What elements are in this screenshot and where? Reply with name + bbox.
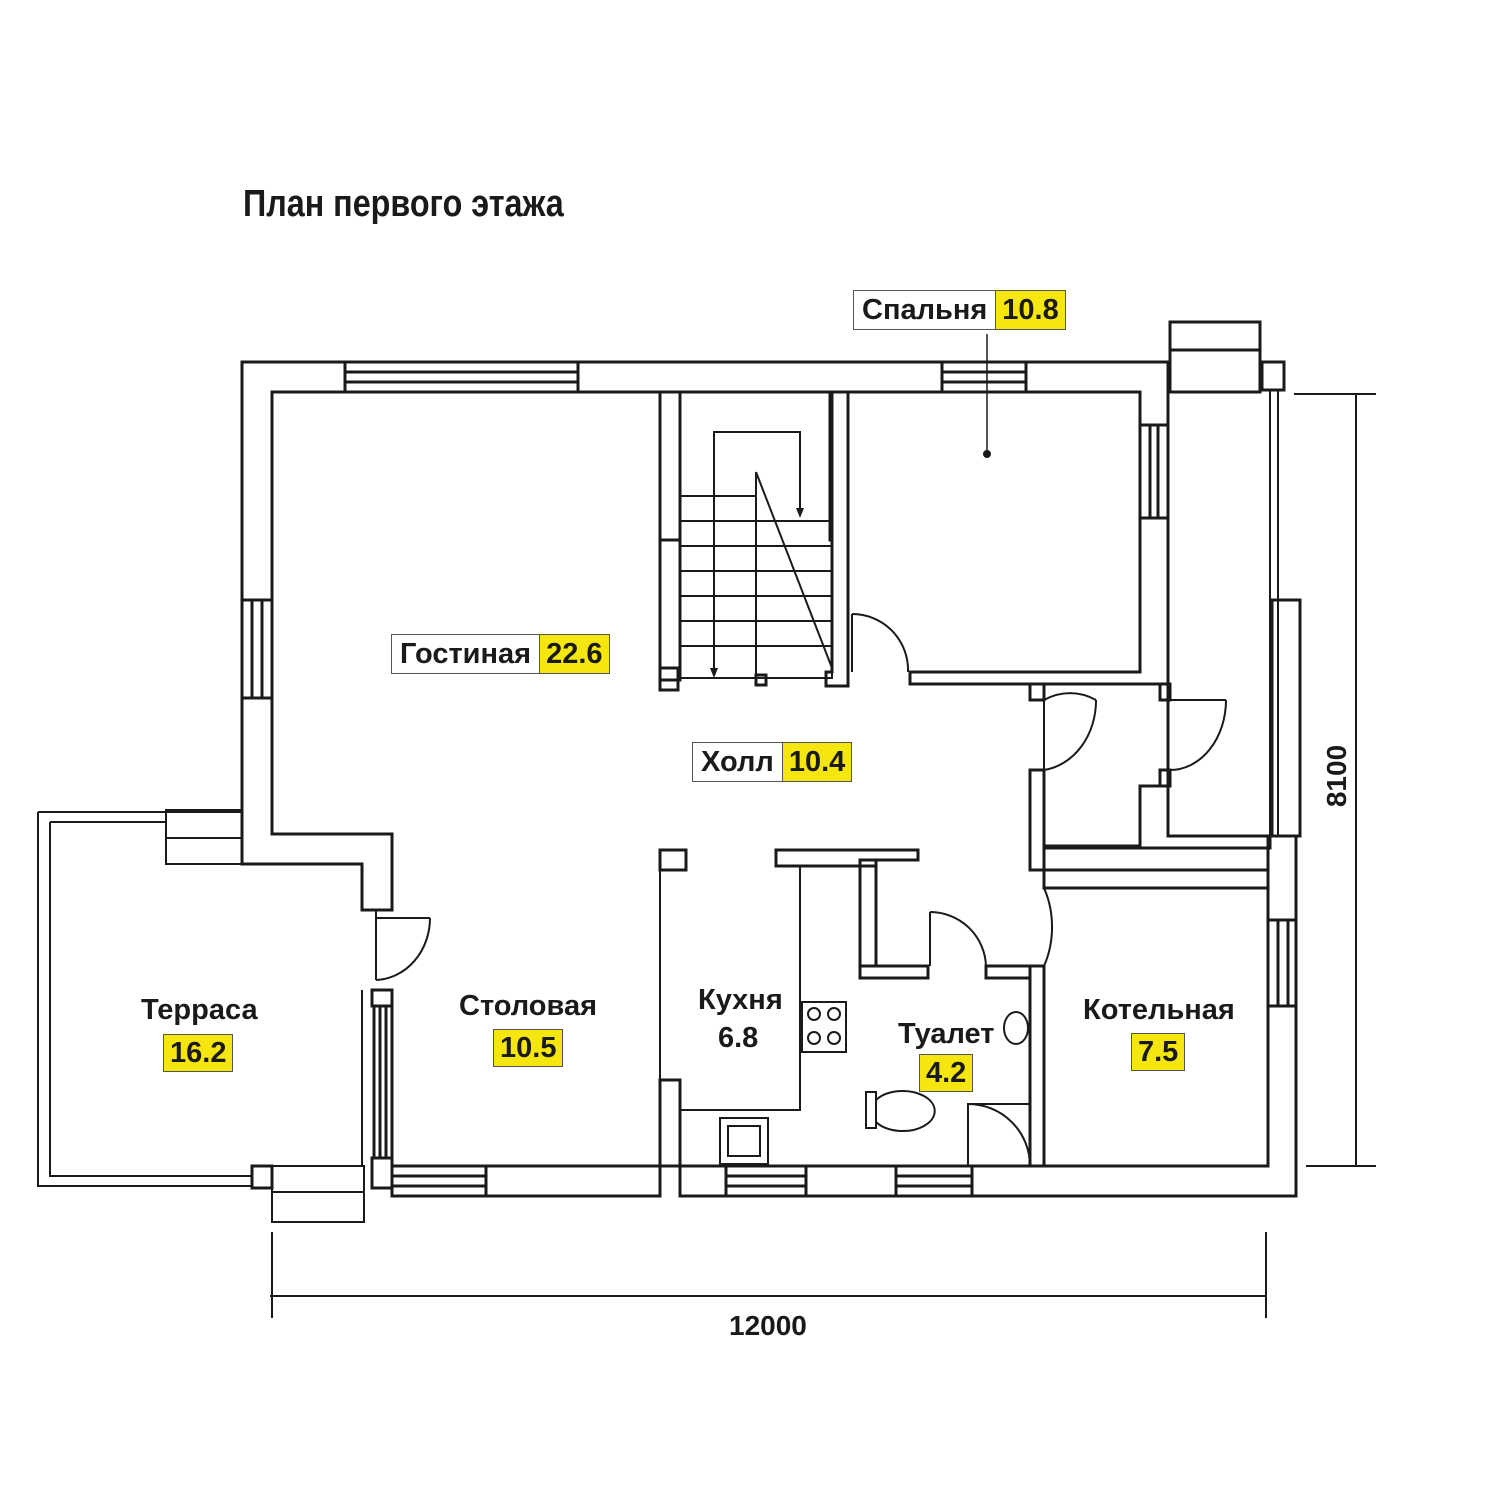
toilet-walls bbox=[858, 964, 930, 980]
dimension-width: 12000 bbox=[729, 1310, 807, 1341]
corridor-door-left bbox=[1043, 692, 1098, 771]
toilet-door bbox=[929, 911, 987, 967]
boiler-area: 7.5 bbox=[1131, 1033, 1186, 1071]
window-top-bedroom bbox=[940, 360, 1028, 394]
kitchen-sink bbox=[719, 1117, 769, 1165]
kitchen-area: 6.8 bbox=[718, 1022, 759, 1054]
toilet-area: 4.2 bbox=[919, 1054, 974, 1092]
living-name: Гостиная bbox=[400, 637, 532, 670]
label-bedroom: Спальня 10.8 bbox=[853, 290, 1066, 330]
window-bottom-toilet bbox=[894, 1164, 974, 1198]
terrace-name: Терраса bbox=[141, 994, 258, 1026]
stove bbox=[801, 1001, 847, 1053]
bedroom-area: 10.8 bbox=[995, 291, 1065, 329]
dining-name: Столовая bbox=[459, 990, 598, 1022]
corridor-door-right bbox=[1169, 699, 1227, 771]
chimney bbox=[1168, 320, 1262, 394]
outer-wall-top-mid bbox=[576, 360, 944, 542]
outer-wall-left bbox=[240, 696, 394, 912]
outer-wall-bottom bbox=[484, 1164, 662, 1198]
kitchen-walls bbox=[774, 848, 920, 868]
living-area: 22.6 bbox=[539, 635, 609, 673]
window-top-living bbox=[343, 360, 580, 394]
shower bbox=[967, 1103, 1031, 1167]
dimension-height: 8100 bbox=[1321, 744, 1353, 808]
window-left bbox=[240, 598, 274, 700]
outer-wall-right bbox=[1166, 360, 1286, 836]
window-bedroom-right bbox=[1138, 423, 1170, 520]
boiler-name: Котельная bbox=[1083, 994, 1235, 1026]
window-boiler bbox=[1266, 918, 1298, 1008]
toilet-name: Туалет bbox=[898, 1018, 995, 1050]
outer-wall-top-left bbox=[240, 360, 347, 602]
window-bottom-kitchen bbox=[724, 1164, 808, 1198]
corridor-walls bbox=[1028, 682, 1046, 702]
terrace-door bbox=[375, 910, 431, 981]
hall-name: Холл bbox=[701, 745, 774, 778]
outer-wall-top-right bbox=[1024, 360, 1170, 427]
window-terrace-door bbox=[372, 1004, 394, 1160]
window-right-box bbox=[1270, 598, 1302, 838]
hall-area: 10.4 bbox=[781, 743, 852, 781]
kitchen-name: Кухня bbox=[698, 984, 783, 1016]
label-living: Гостиная 22.6 bbox=[391, 634, 610, 674]
label-hall: Холл 10.4 bbox=[692, 742, 853, 782]
terrace-outline bbox=[37, 811, 252, 1187]
boiler-walls bbox=[1042, 868, 1270, 890]
stair-wall-left bbox=[658, 538, 682, 682]
bedroom-name: Спальня bbox=[862, 293, 988, 326]
terrace-step-bottom bbox=[271, 1165, 365, 1223]
window-bottom-dining bbox=[390, 1164, 488, 1198]
terrace-area: 16.2 bbox=[163, 1034, 234, 1072]
bedroom-right-wall bbox=[908, 516, 1170, 686]
dining-area: 10.5 bbox=[493, 1029, 564, 1067]
bedroom-door bbox=[851, 613, 910, 673]
plan-title: План первого этажа bbox=[243, 183, 564, 225]
toilet-bowl bbox=[865, 1090, 936, 1132]
boiler-door bbox=[1043, 887, 1100, 967]
washbasin bbox=[1003, 1011, 1029, 1045]
